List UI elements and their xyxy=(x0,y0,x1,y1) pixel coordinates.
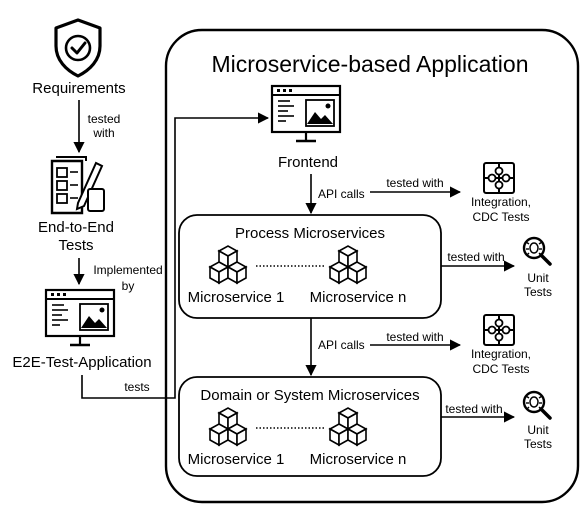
integration-top-label-1: Integration, xyxy=(471,195,531,209)
tested-with-integration-top-label: tested with xyxy=(386,176,443,190)
application-title: Microservice-based Application xyxy=(211,51,528,77)
requirements-label: Requirements xyxy=(32,80,125,97)
test-document-icon xyxy=(50,156,105,215)
tested-with-integration-mid-label: tested with xyxy=(386,330,443,344)
process-msn-label: Microservice n xyxy=(310,289,407,306)
frontend-label: Frontend xyxy=(278,154,338,171)
e2e-tests-label-2: Tests xyxy=(58,237,93,254)
shield-check-icon xyxy=(54,18,102,78)
unit-bottom-label-1: Unit xyxy=(527,423,549,437)
puzzle-icon xyxy=(483,314,515,346)
e2e-app-label: E2E-Test-Application xyxy=(12,354,151,371)
process-microservices-title: Process Microservices xyxy=(235,225,385,242)
implemented-by-label-1: Implemented xyxy=(93,263,162,277)
domain-microservices-title: Domain or System Microservices xyxy=(200,387,419,404)
integration-mid-label-2: CDC Tests xyxy=(472,362,529,376)
application-boundary xyxy=(164,28,580,504)
api-calls-label-mid: API calls xyxy=(318,338,365,352)
tested-with-label-2: with xyxy=(92,126,114,140)
e2e-tests-label-1: End-to-End xyxy=(38,219,114,236)
e2e-app-window-icon xyxy=(44,288,116,347)
process-ms1-label: Microservice 1 xyxy=(188,289,285,306)
magnifier-bug-icon xyxy=(522,390,552,420)
frontend-window-icon xyxy=(270,84,342,143)
implemented-by-label-2: by xyxy=(122,279,135,293)
unit-bottom-label-2: Tests xyxy=(524,437,552,451)
unit-top-label-2: Tests xyxy=(524,285,552,299)
api-calls-label-top: API calls xyxy=(318,187,365,201)
puzzle-icon xyxy=(483,162,515,194)
tested-with-unit-top-label: tested with xyxy=(447,250,504,264)
tests-connector xyxy=(81,112,270,399)
tested-with-label-1: tested xyxy=(88,112,121,126)
integration-mid-label-1: Integration, xyxy=(471,347,531,361)
domain-msn-label: Microservice n xyxy=(310,451,407,468)
domain-microservices-box xyxy=(178,376,442,477)
unit-top-label-1: Unit xyxy=(527,271,549,285)
tested-with-unit-bottom-label: tested with xyxy=(445,402,502,416)
domain-ms1-label: Microservice 1 xyxy=(188,451,285,468)
integration-top-label-2: CDC Tests xyxy=(472,210,529,224)
magnifier-bug-icon xyxy=(522,236,552,266)
tests-label: tests xyxy=(124,380,149,394)
